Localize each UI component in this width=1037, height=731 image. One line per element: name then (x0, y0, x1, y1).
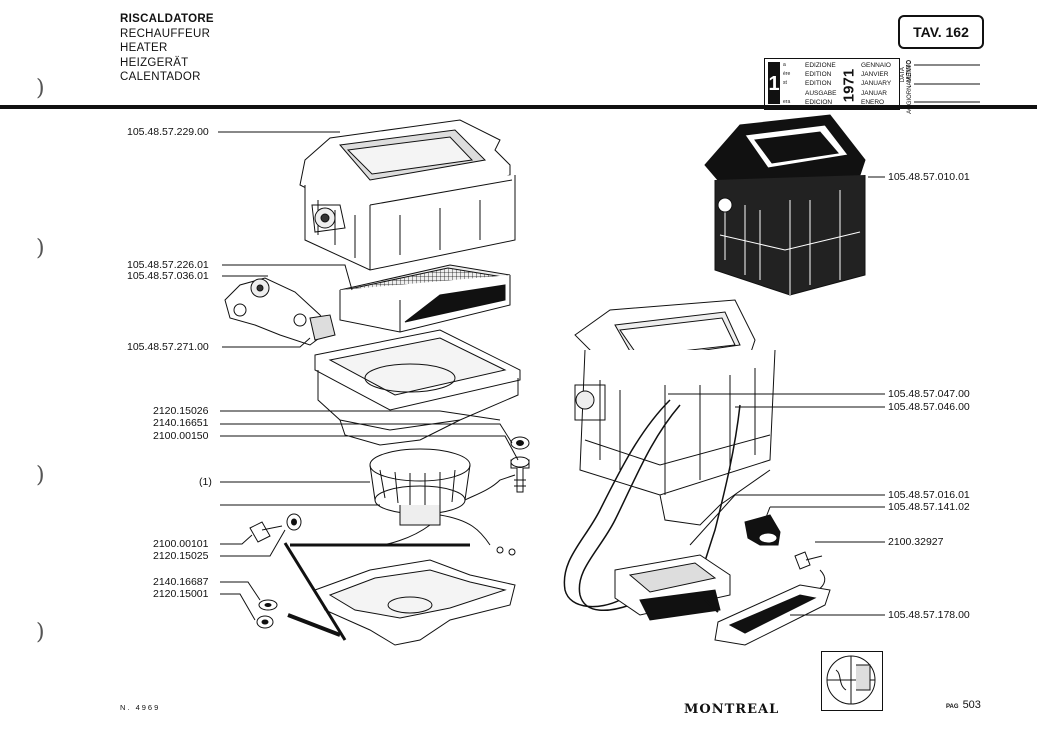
edition-box: 1 a ère st era EDIZIONE EDITION EDITION … (764, 58, 900, 110)
water-valve-drawing (224, 277, 336, 346)
title-de: HEIZGERÄT (120, 56, 189, 69)
screw-nut-left-drawing (249, 513, 302, 543)
leader-lines-left (218, 131, 519, 621)
manufacturer-logo (821, 651, 883, 711)
part-label: 105.48.57.141.02 (888, 501, 970, 513)
bolt-nut-set-drawing (510, 436, 530, 493)
washer-set-drawing (256, 599, 278, 629)
radiator-core-drawing (339, 264, 511, 333)
trim-plate-drawing (714, 584, 831, 646)
part-label: 2140.16687 (153, 576, 209, 588)
part-label: (1) (199, 476, 212, 488)
part-label: 105.48.57.010.01 (888, 171, 970, 183)
heater-housing-right-drawing (574, 299, 776, 526)
part-label: 105.48.57.036.01 (127, 270, 209, 282)
logo-drawing (826, 655, 876, 705)
bottom-cover-drawing (283, 542, 516, 646)
part-label: 2100.00101 (153, 538, 209, 550)
control-panel-drawing (614, 554, 731, 621)
blower-motor-drawing (369, 448, 516, 556)
binder-mark: ) (36, 463, 45, 488)
part-label: 2100.00150 (153, 430, 209, 442)
part-label: 105.48.57.229.00 (127, 126, 209, 138)
title-fr: RECHAUFFEUR (120, 27, 211, 40)
drawing-number: N. 4969 (120, 703, 161, 712)
control-knob-drawing (744, 514, 781, 546)
part-label: 105.48.57.046.00 (888, 401, 970, 413)
part-label: 105.48.57.016.01 (888, 489, 970, 501)
heater-upper-box-drawing (299, 119, 516, 271)
lower-housing-drawing (314, 329, 521, 446)
title-it: RISCALDATORE (120, 13, 214, 25)
leader-lines-right (668, 176, 885, 616)
part-label: 2100.32927 (888, 536, 944, 548)
part-label: 2140.16651 (153, 417, 209, 429)
edition-number: 1 (768, 62, 780, 104)
part-label: 105.48.57.271.00 (127, 341, 209, 353)
binder-mark: ) (36, 76, 45, 101)
heater-assembly-drawing (704, 114, 866, 296)
screw-right-drawing (794, 551, 826, 591)
part-label: 2120.15025 (153, 550, 209, 562)
binder-mark: ) (36, 620, 45, 645)
edition-months: GENNAIO JANVIER JANUARY JANUAR ENERO (861, 62, 892, 106)
brand-name: MONTREAL (684, 702, 780, 717)
header-rule (0, 105, 1037, 109)
part-label: 105.48.57.047.00 (888, 388, 970, 400)
table-number: TAV. 162 (898, 15, 984, 49)
part-label: 2120.15026 (153, 405, 209, 417)
edition-labels: EDIZIONE EDITION EDITION AUSGABE EDICION (805, 62, 837, 106)
binder-mark: ) (36, 236, 45, 261)
edition-suffixes: a ère st era (783, 62, 791, 105)
part-label: 105.48.57.226.01 (127, 259, 209, 271)
title-en: HEATER (120, 42, 168, 54)
part-label: 2120.15001 (153, 588, 209, 600)
title-es: CALENTADOR (120, 71, 201, 83)
title-block: RISCALDATORE RECHAUFFEUR HEATER HEIZGERÄ… (120, 12, 214, 85)
part-label: 105.48.57.178.00 (888, 609, 970, 621)
